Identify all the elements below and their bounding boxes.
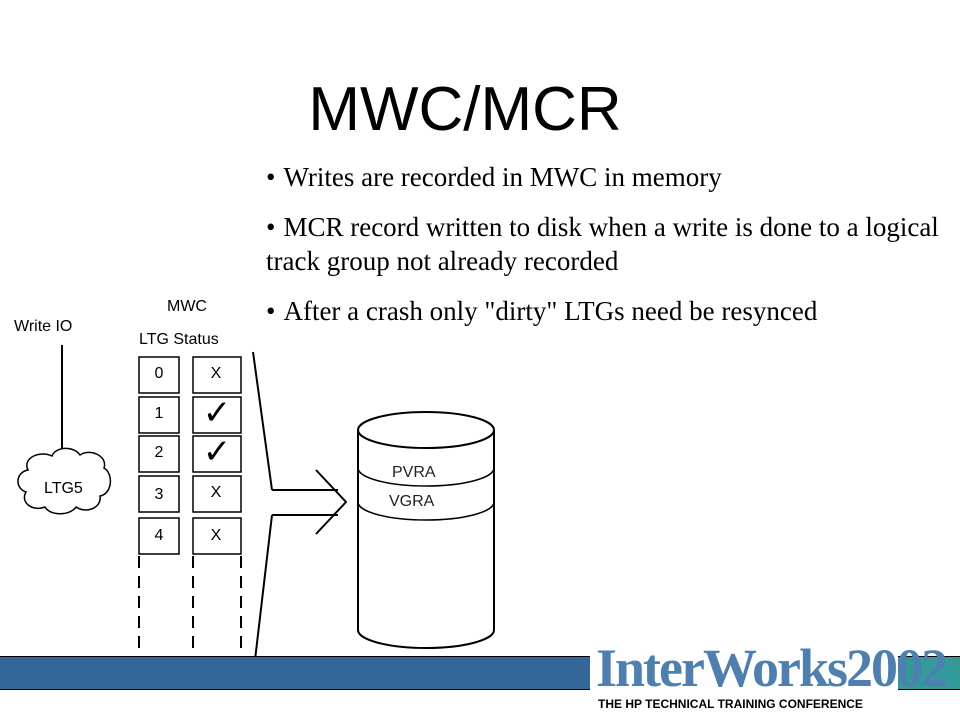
ltg5-cloud-shape [17,447,112,515]
ltg-number: 3 [154,486,164,503]
ltg-cell [138,356,180,394]
status-mark: X [210,365,222,382]
arrow-icon [272,469,348,535]
bullet-list: •Writes are recorded in MWC in memory •M… [266,160,956,344]
ltg-number: 0 [154,365,164,382]
mwc-label: MWC [167,298,207,315]
footer-bar-accent [898,656,960,690]
ltg-cell [138,396,180,434]
interworks-logo-subtitle: THE HP TECHNICAL TRAINING CONFERENCE [598,697,863,711]
bullet-item: •MCR record written to disk when a write… [266,210,956,278]
bullet-dot: • [266,296,276,326]
status-cell [192,517,242,555]
checkmark-icon: ✓ [202,393,232,433]
footer-bar [0,656,590,690]
ltg-cell [138,517,180,555]
write-io-label: Write IO [14,318,73,335]
bullet-item: •Writes are recorded in MWC in memory [266,160,956,194]
bullet-text: MCR record written to disk when a write … [266,212,939,276]
status-cell [192,435,242,473]
bullet-dot: • [266,162,276,192]
status-cell [192,475,242,513]
status-mark: X [210,527,222,544]
bullet-dot: • [266,212,276,242]
bullet-item: •After a crash only "dirty" LTGs need be… [266,294,956,328]
checkmark-icon: ✓ [202,432,232,472]
interworks-logo: InterWorks2002 [596,638,948,698]
zoom-line-top [252,351,273,491]
bullet-text: Writes are recorded in MWC in memory [283,162,722,192]
ltg-cell [138,475,180,513]
ltg-number: 4 [154,527,164,544]
pvra-label: PVRA [392,464,436,481]
disk-cylinder [357,411,495,649]
ltg-number: 2 [154,444,164,461]
status-cell [192,396,242,434]
ltg-cell [138,435,180,473]
ltg5-cloud-label: LTG5 [44,480,83,497]
zoom-line-bottom [254,514,273,661]
status-mark: X [210,484,222,501]
vgra-label: VGRA [389,493,435,510]
slide-title: MWC/MCR [308,75,622,144]
status-cell [192,356,242,394]
ltg-status-header: LTG Status [139,331,219,348]
ltg-number: 1 [154,405,164,422]
bullet-text: After a crash only "dirty" LTGs need be … [283,296,818,326]
